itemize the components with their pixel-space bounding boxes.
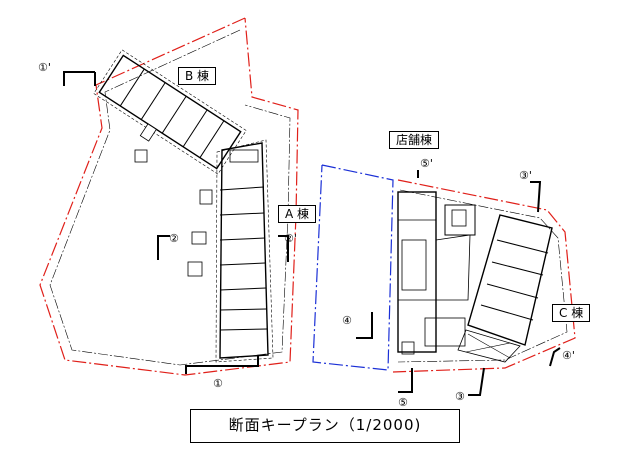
section-mark-2-left: ②: [169, 232, 179, 245]
site-boundary-right: [392, 179, 576, 373]
building-c-label: C 棟: [552, 304, 591, 322]
section-cut-marks: [63, 71, 561, 396]
building-c-footprint: [457, 214, 553, 363]
section-mark-4-prime: ④': [562, 349, 575, 362]
shop-building-footprint: [397, 191, 476, 355]
section-mark-3-prime: ③': [519, 169, 532, 182]
building-a-label: A 棟: [278, 205, 317, 223]
section-mark-2-prime: ②': [284, 232, 297, 245]
key-plan-caption: 断面キープラン（1/2000): [190, 409, 460, 443]
building-b-label: B 棟: [178, 67, 217, 85]
inner-boundary-right: [397, 189, 568, 363]
section-mark-3: ③: [455, 390, 465, 403]
building-b-footprint: [93, 49, 247, 175]
inner-boundary-left: [49, 29, 291, 366]
site-boundary-left: [39, 17, 299, 376]
section-mark-5-prime: ⑤': [420, 157, 433, 170]
shop-building-label: 店舗棟: [389, 131, 440, 149]
blue-boundary: [312, 164, 394, 371]
building-a-footprint: [187, 139, 274, 363]
building-b-stair: [134, 149, 148, 163]
section-mark-4: ④: [342, 314, 352, 327]
section-mark-1: ①: [213, 377, 223, 390]
section-mark-1-prime: ①': [38, 61, 51, 74]
section-mark-5: ⑤: [398, 396, 408, 409]
